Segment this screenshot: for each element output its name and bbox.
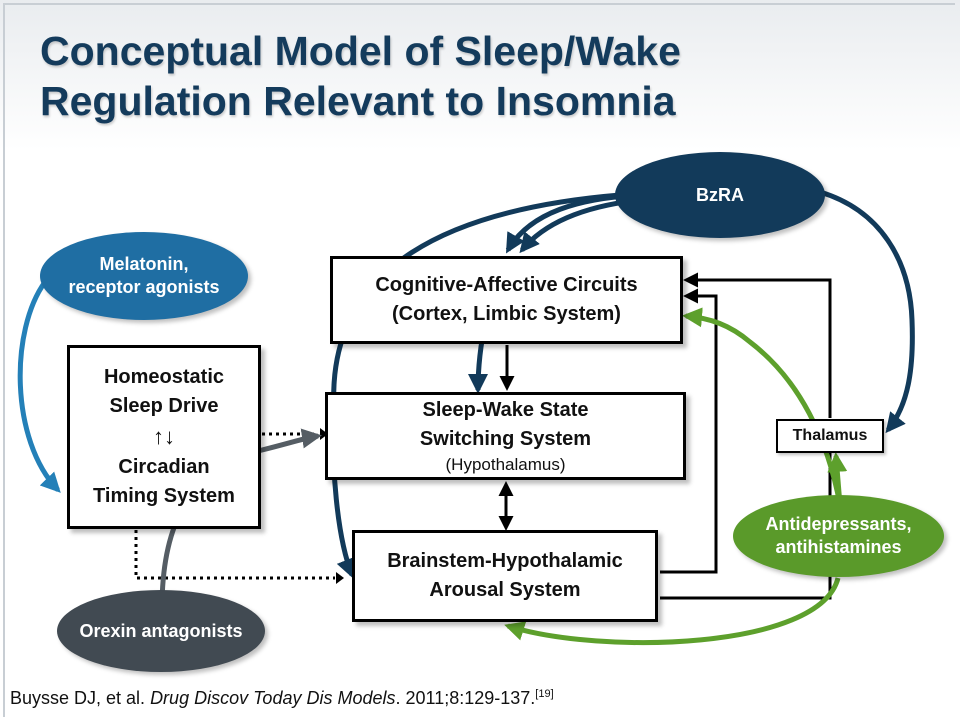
arrow-thalamus-to-cognitive	[683, 272, 832, 418]
antidepressants-label-1: Antidepressants,	[765, 514, 912, 534]
title-line-1: Conceptual Model of Sleep/Wake	[40, 28, 681, 74]
dotted-arrow-circadian-to-arousal	[134, 530, 335, 580]
melatonin-ellipse: Melatonin, receptor agonists	[40, 232, 248, 320]
homeostatic-label-1: Homeostatic	[103, 366, 225, 388]
citation-ref: [19]	[535, 688, 554, 700]
melatonin-label-2: receptor agonists	[68, 277, 220, 297]
citation: Buysse DJ, et al. Drug Discov Today Dis …	[10, 688, 554, 709]
arrow-arousal-loop-to-cognitive	[660, 288, 718, 574]
switching-label-2: Switching System	[419, 428, 592, 450]
circadian-label-2: Timing System	[93, 485, 235, 507]
switching-label-1: Sleep-Wake State	[422, 399, 589, 421]
arousal-label-1: Brainstem-Hypothalamic	[387, 550, 623, 572]
citation-details: . 2011;8:129-137.	[395, 688, 536, 708]
dotted-arrow-homeostatic-to-switching-head	[320, 428, 328, 440]
switching-system-box: Sleep-Wake State Switching System (Hypot…	[325, 392, 686, 480]
homeostatic-circadian-box: Homeostatic Sleep Drive ↑↓ Circadian Tim…	[67, 345, 261, 529]
slide-title: Conceptual Model of Sleep/Wake Regulatio…	[40, 26, 940, 126]
arrow-arousal-to-thalamus	[660, 420, 838, 600]
antidepressants-label-2: antihistamines	[775, 537, 902, 557]
arousal-label-2: Arousal System	[429, 579, 581, 601]
cognitive-affective-box: Cognitive-Affective Circuits (Cortex, Li…	[330, 256, 683, 344]
antidepressants-ellipse: Antidepressants, antihistamines	[733, 495, 944, 577]
bzra-ellipse: BzRA	[615, 152, 825, 238]
melatonin-arrow-to-circadian	[17, 280, 61, 493]
cognitive-label-2: (Cortex, Limbic System)	[392, 303, 621, 325]
bzra-arrow-to-thalamus	[819, 189, 915, 434]
citation-authors: Buysse DJ, et al.	[10, 688, 151, 708]
melatonin-label-1: Melatonin,	[99, 254, 189, 274]
cognitive-label-1: Cognitive-Affective Circuits	[375, 274, 638, 296]
dotted-arrow-circadian-to-arousal-head	[336, 572, 344, 584]
slide-frame	[3, 3, 955, 717]
thalamus-box: Thalamus	[776, 419, 884, 453]
homeostatic-label-2: Sleep Drive	[109, 395, 219, 417]
antidepressant-arrow-to-cognitive	[682, 307, 843, 506]
citation-journal: Drug Discov Today Dis Models	[150, 688, 396, 708]
circadian-label-1: Circadian	[118, 456, 210, 478]
updown-arrows-icon: ↑↓	[153, 424, 175, 449]
orexin-ellipse: Orexin antagonists	[57, 590, 265, 672]
switching-sublabel: (Hypothalamus)	[445, 455, 566, 474]
bzra-label: BzRA	[696, 184, 744, 205]
antidepressant-arrow-to-arousal	[504, 577, 841, 646]
bzra-arrow-to-arousal	[330, 192, 621, 579]
arousal-system-box: Brainstem-Hypothalamic Arousal System	[352, 530, 658, 622]
title-line-2: Regulation Relevant to Insomnia	[40, 78, 676, 124]
thalamus-label: Thalamus	[792, 427, 868, 444]
orexin-label: Orexin antagonists	[79, 620, 243, 641]
